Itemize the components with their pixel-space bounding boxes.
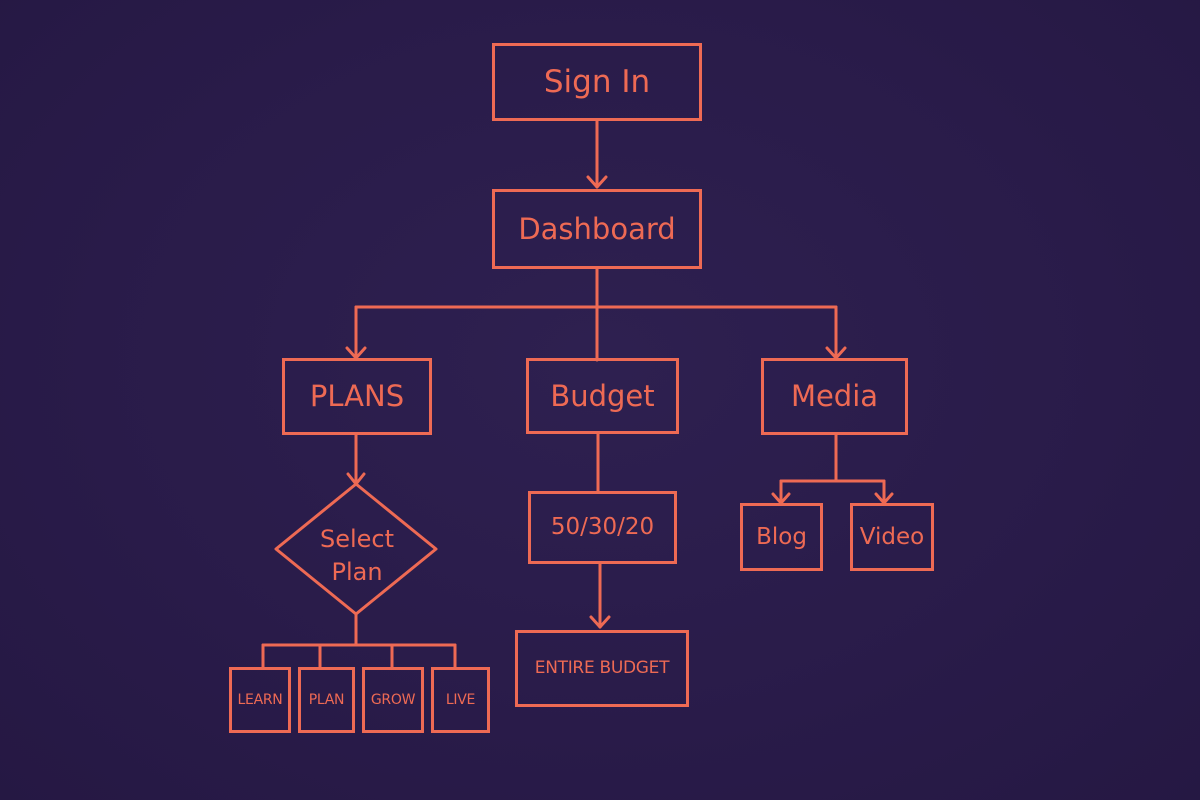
node-50-30-20: 50/30/20 <box>528 491 677 564</box>
node-learn: LEARN <box>229 667 291 733</box>
node-select-plan-label: Select Plan <box>286 523 428 589</box>
node-dashboard: Dashboard <box>492 189 702 269</box>
node-grow: GROW <box>362 667 424 733</box>
select-plan-line-1: Select <box>319 525 395 553</box>
node-plan: PLAN <box>298 667 355 733</box>
node-sign-in: Sign In <box>492 43 702 121</box>
select-plan-line-2: Plan <box>331 558 383 586</box>
node-media: Media <box>761 358 908 435</box>
arrowhead-dashboard <box>586 175 608 189</box>
node-blog: Blog <box>740 503 823 571</box>
node-video: Video <box>850 503 934 571</box>
node-entire-budget: ENTIRE BUDGET <box>515 630 689 707</box>
node-live: LIVE <box>431 667 490 733</box>
node-budget: Budget <box>526 358 679 434</box>
node-plans: PLANS <box>282 358 432 435</box>
arrowhead-entire-budget <box>589 615 611 629</box>
